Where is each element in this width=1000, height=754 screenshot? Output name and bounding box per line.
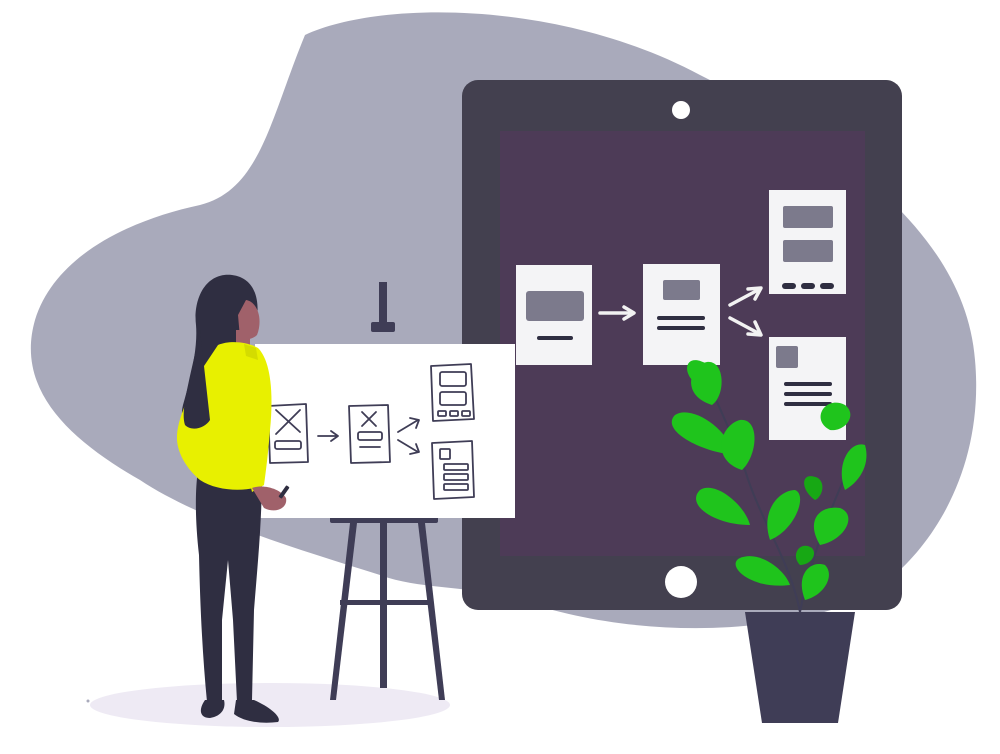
easel-leg	[418, 523, 445, 700]
screen-flow	[516, 190, 846, 440]
leaf-icon	[813, 507, 849, 545]
placeholder-x-sketch	[267, 403, 309, 464]
camera-dot-icon	[672, 101, 690, 119]
leaf-icon	[735, 556, 790, 586]
leaf-icon	[801, 564, 829, 600]
card-dot	[801, 283, 815, 289]
card-image-block	[776, 346, 798, 368]
hand	[252, 486, 287, 511]
card-text-line	[784, 382, 832, 386]
plant-stem	[711, 389, 801, 613]
plant-pot	[745, 612, 855, 723]
shoe	[234, 700, 279, 723]
card-text-line	[657, 326, 705, 330]
sketch-arrow-icon	[397, 439, 420, 455]
face	[238, 300, 260, 340]
pants	[195, 470, 262, 702]
card-image-block	[783, 206, 833, 228]
card-text-line	[537, 336, 573, 340]
leaf-icon	[841, 444, 867, 490]
card-image-block	[783, 240, 833, 262]
card-text-line	[784, 402, 832, 406]
floor-shadow	[90, 683, 450, 727]
card-text-line	[784, 392, 832, 396]
marker-icon	[278, 485, 290, 499]
shirt-collar	[244, 344, 258, 360]
list-sketch	[430, 363, 475, 422]
woman-figure	[176, 274, 290, 723]
gallery-card[interactable]	[769, 190, 846, 294]
leaf-icon	[721, 419, 755, 470]
easel-center-leg	[380, 523, 387, 688]
easel-leg	[330, 523, 357, 700]
sketch-arrow-icon	[317, 430, 339, 442]
leaf-icon	[795, 545, 815, 565]
whiteboard-panel	[255, 344, 515, 518]
landing-card[interactable]	[516, 265, 592, 365]
shoe	[200, 700, 225, 718]
card-image-block	[663, 280, 700, 300]
card-dot	[782, 283, 796, 289]
card-text-line	[657, 316, 705, 320]
flow-arrow-icon	[728, 286, 763, 307]
home-button-icon[interactable]	[665, 566, 697, 598]
flow-arrow-icon	[728, 316, 763, 337]
leaf-icon	[696, 487, 750, 525]
sketch-arrow-icon	[397, 417, 420, 433]
easel-top-post	[379, 282, 387, 322]
easel	[330, 282, 445, 700]
leaf-icon	[671, 412, 735, 455]
article-sketch	[431, 440, 475, 500]
card-image-block	[526, 291, 584, 321]
leaf-icon	[804, 476, 823, 500]
card-dot	[820, 283, 834, 289]
placeholder-x-sketch	[348, 404, 391, 464]
leaf-icon	[691, 361, 722, 405]
leaf-icon	[767, 490, 801, 540]
flow-arrow-icon	[598, 305, 636, 321]
arm	[240, 360, 267, 492]
whiteboard	[255, 344, 515, 518]
detail-card[interactable]	[643, 264, 720, 365]
leaf-icon	[820, 402, 851, 431]
ground-speck	[86, 699, 90, 703]
easel-clamp	[371, 322, 395, 332]
easel-crossbar	[340, 600, 428, 605]
hair-strand	[183, 330, 210, 429]
potted-plant	[671, 360, 867, 723]
